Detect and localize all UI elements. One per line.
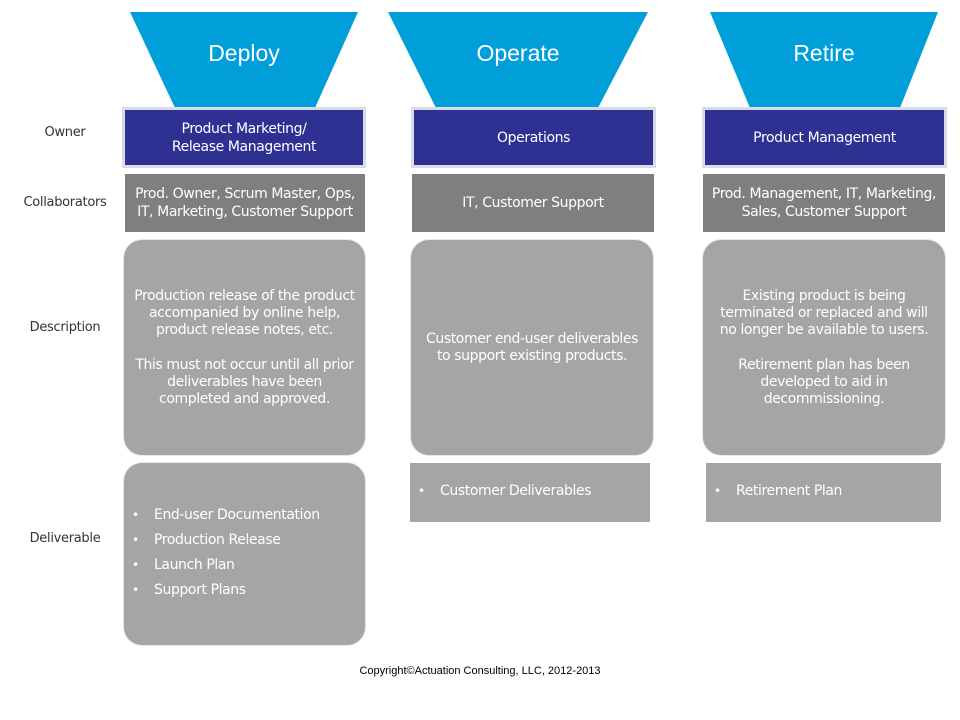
deliverables-list: • Customer Deliverables: [418, 479, 650, 504]
row-label-owner: Owner: [44, 125, 86, 140]
deliverable-label: Retirement Plan: [736, 483, 843, 499]
funnel-shape: [388, 12, 648, 108]
bullet-icon: •: [418, 484, 425, 498]
description-box: Customer end-user deliverables to suppor…: [411, 240, 653, 455]
phase-funnel-retire: Retire: [710, 12, 938, 108]
bullet-icon: •: [714, 484, 721, 498]
deliverable-label: Launch Plan: [154, 557, 235, 573]
phase-title: Retire: [793, 40, 855, 66]
row-label-description: Description: [29, 320, 101, 335]
description-paragraph: Customer end-user deliverables to suppor…: [425, 330, 639, 364]
deliverable-label: End-user Documentation: [154, 507, 320, 523]
deliverable-item: • Production Release: [132, 528, 365, 553]
row-label-collaborators: Collaborators: [23, 195, 107, 210]
copyright-text: Copyright©Actuation Consulting, LLC, 201…: [359, 665, 601, 677]
deliverables-box: • End-user Documentation • Production Rele…: [124, 463, 365, 645]
phase-funnel-operate: Operate: [388, 12, 648, 108]
deliverable-item: • Support Plans: [132, 578, 365, 603]
funnel-shape: [710, 12, 938, 108]
description-box: Production release of the product accomp…: [124, 240, 365, 455]
deliverables-box: • Customer Deliverables: [410, 463, 650, 522]
deliverable-item: • End-user Documentation: [132, 503, 365, 528]
bullet-icon: •: [132, 533, 139, 547]
deliverable-item: • Launch Plan: [132, 553, 365, 578]
bullet-icon: •: [132, 508, 139, 522]
bullet-icon: •: [132, 558, 139, 572]
deliverable-label: Support Plans: [154, 582, 246, 598]
owner-box: Operations: [411, 107, 656, 168]
collaborators-box: IT, Customer Support: [412, 174, 654, 232]
deliverables-list: • End-user Documentation • Production Rele…: [132, 503, 365, 603]
description-paragraph: Production release of the product accomp…: [134, 287, 355, 338]
collaborators-box: Prod. Management, IT, Marketing, Sales, …: [703, 174, 945, 232]
deliverable-item: • Customer Deliverables: [418, 479, 650, 504]
phase-title: Deploy: [208, 40, 280, 66]
deliverable-item: • Retirement Plan: [714, 479, 941, 504]
phase-funnel-deploy: Deploy: [130, 12, 358, 108]
description-paragraph: Existing product is being terminated or …: [719, 287, 929, 338]
owner-box: Product Management: [702, 107, 947, 168]
deliverable-label: Customer Deliverables: [440, 483, 592, 499]
description-paragraph: Retirement plan has been developed to ai…: [738, 356, 910, 407]
owner-box: Product Marketing/ Release Management: [122, 107, 366, 168]
bullet-icon: •: [132, 583, 139, 597]
description-paragraph: This must not occur until all prior deli…: [135, 356, 354, 407]
description-box: Existing product is being terminated or …: [703, 240, 945, 455]
collaborators-box: Prod. Owner, Scrum Master, Ops, IT, Mark…: [125, 174, 365, 232]
deliverables-box: • Retirement Plan: [706, 463, 941, 522]
deliverables-list: • Retirement Plan: [714, 479, 941, 504]
funnel-shape: [130, 12, 358, 108]
deliverable-label: Production Release: [154, 532, 281, 548]
phase-title: Operate: [476, 40, 560, 66]
row-label-deliverable: Deliverable: [29, 531, 101, 546]
